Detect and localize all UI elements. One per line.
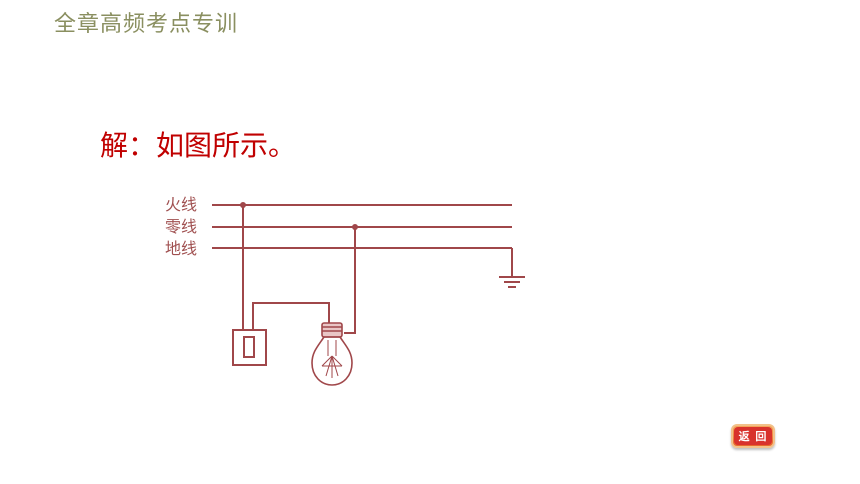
ground-symbol <box>499 276 525 288</box>
neutral-wire-label: 零线 <box>165 217 197 236</box>
return-button[interactable]: 返 回 <box>731 424 775 448</box>
answer-text: 解：如图所示。 <box>100 129 297 162</box>
light-bulb-icon <box>311 322 353 386</box>
switch-to-lamp-wire <box>252 302 330 330</box>
ground-wire-label: 地线 <box>165 239 197 258</box>
switch-toggle <box>243 336 255 358</box>
neutral-to-lamp-wire <box>344 227 356 334</box>
return-button-label: 返 回 <box>733 427 773 445</box>
page-title: 全章高频考点专训 <box>54 12 239 37</box>
live-wire-label: 火线 <box>165 195 197 214</box>
neutral-junction-dot <box>352 224 358 230</box>
live-junction-dot <box>240 202 246 208</box>
switch-box <box>232 329 267 366</box>
